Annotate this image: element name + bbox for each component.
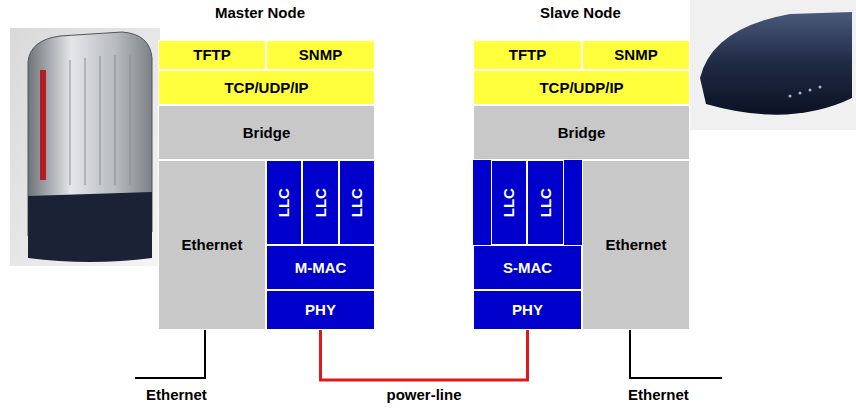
- layer-box: Bridge: [473, 105, 690, 160]
- layer-box: SNMP: [582, 40, 690, 70]
- device-fins: [70, 55, 130, 185]
- layer-name: PHY: [512, 301, 543, 318]
- layer-name: SNMP: [299, 46, 342, 63]
- layer-name: S-MAC: [503, 259, 552, 276]
- layer-box: PHY: [266, 290, 375, 330]
- node-title: Master Node: [215, 4, 305, 21]
- layer-name: PHY: [305, 301, 336, 318]
- ethernet-wire: [135, 330, 205, 378]
- layer-name: LLC: [500, 188, 517, 217]
- layer-name: M-MAC: [295, 259, 347, 276]
- layer-name: Bridge: [558, 124, 606, 141]
- layer-name: SNMP: [614, 46, 657, 63]
- photo-ground: [690, 0, 856, 130]
- device-stripe: [40, 70, 46, 180]
- llc-box: LLC: [302, 160, 339, 245]
- layer-box: M-MAC: [266, 245, 375, 290]
- llc-box: LLC: [491, 160, 527, 245]
- layer-name: LLC: [537, 188, 554, 217]
- layer-name: Ethernet: [182, 236, 243, 253]
- llc-box: LLC: [339, 160, 375, 245]
- modem-leds: [789, 86, 822, 98]
- layer-box: TCP/UDP/IP: [158, 70, 375, 105]
- layer-name: LLC: [275, 188, 292, 217]
- layer-box: Ethernet: [158, 160, 266, 330]
- llc-box: LLC: [266, 160, 302, 245]
- photo-ground: [10, 28, 160, 266]
- power-line-link: [321, 330, 528, 380]
- layer-name: TCP/UDP/IP: [224, 79, 308, 96]
- device-base: [28, 192, 152, 262]
- layer-name: TFTP: [509, 46, 547, 63]
- modem-body: [700, 12, 852, 115]
- layer-box: TFTP: [473, 40, 582, 70]
- port-label: Ethernet: [146, 386, 207, 403]
- layer-box: PHY: [473, 290, 582, 330]
- node-title: Slave Node: [540, 4, 621, 21]
- layer-name: LLC: [348, 188, 365, 217]
- llc-box: LLC: [527, 160, 564, 245]
- layer-name: TCP/UDP/IP: [539, 79, 623, 96]
- ethernet-wire: [630, 330, 722, 378]
- layer-box: S-MAC: [473, 245, 582, 290]
- port-label: Ethernet: [628, 386, 689, 403]
- layer-box: Ethernet: [582, 160, 690, 330]
- llc-ground: [473, 160, 582, 245]
- layer-name: LLC: [312, 188, 329, 217]
- layer-name: Bridge: [243, 124, 291, 141]
- layer-box: SNMP: [266, 40, 375, 70]
- layer-name: TFTP: [193, 46, 231, 63]
- layer-box: TCP/UDP/IP: [473, 70, 690, 105]
- layer-box: TFTP: [158, 40, 266, 70]
- layer-name: Ethernet: [606, 236, 667, 253]
- link-label: power-line: [383, 386, 464, 403]
- layer-box: Bridge: [158, 105, 375, 160]
